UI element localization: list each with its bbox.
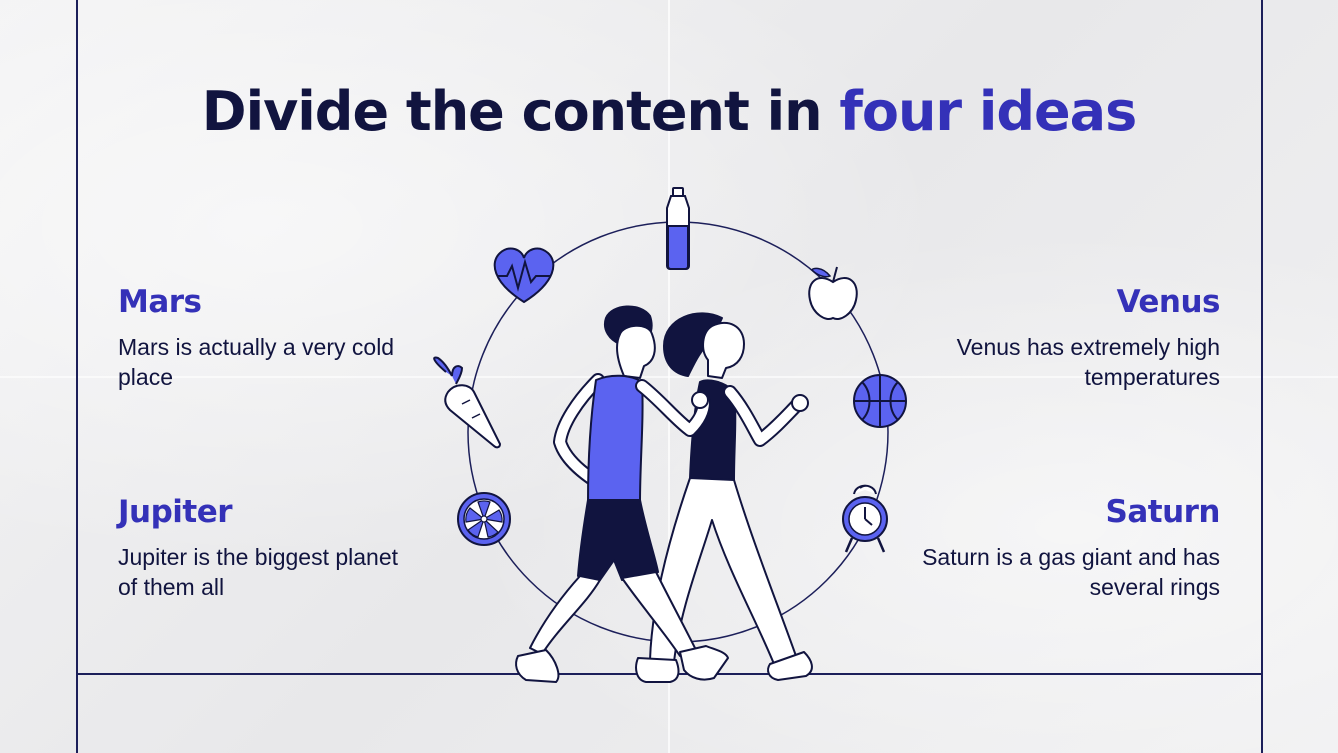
idea-text: Jupiter is the biggest planet of them al… xyxy=(118,544,399,600)
carrot-icon xyxy=(433,356,502,449)
idea-text: Saturn is a gas giant and has several ri… xyxy=(922,544,1220,600)
idea-saturn: Saturn Saturn is a gas giant and has sev… xyxy=(920,494,1220,602)
water-bottle-icon xyxy=(666,187,690,270)
idea-mars: Mars Mars is actually a very cold place xyxy=(118,284,418,392)
idea-text: Venus has extremely high temperatures xyxy=(956,334,1220,390)
idea-title: Venus xyxy=(1116,284,1221,320)
idea-title: Jupiter xyxy=(118,494,233,530)
frame-line-left xyxy=(76,0,78,753)
alarm-clock-icon xyxy=(842,484,888,553)
idea-text: Mars is actually a very cold place xyxy=(118,334,395,390)
idea-venus: Venus Venus has extremely high temperatu… xyxy=(920,284,1221,392)
idea-title: Saturn xyxy=(1105,494,1221,530)
heart-pulse-icon xyxy=(493,247,555,304)
frame-line-right xyxy=(1261,0,1263,753)
paper-fold-horizontal xyxy=(0,376,1338,378)
idea-jupiter: Jupiter Jupiter is the biggest planet of… xyxy=(118,494,418,602)
title-accent: four ideas xyxy=(839,80,1137,143)
title-main: Divide the content in xyxy=(201,80,840,143)
lemon-slice-icon xyxy=(457,492,511,546)
basketball-icon xyxy=(853,374,907,428)
apple-icon xyxy=(808,266,858,320)
idea-title: Mars xyxy=(118,284,202,320)
slide-title: Divide the content in four ideas xyxy=(0,80,1338,143)
man-walker xyxy=(515,305,729,683)
